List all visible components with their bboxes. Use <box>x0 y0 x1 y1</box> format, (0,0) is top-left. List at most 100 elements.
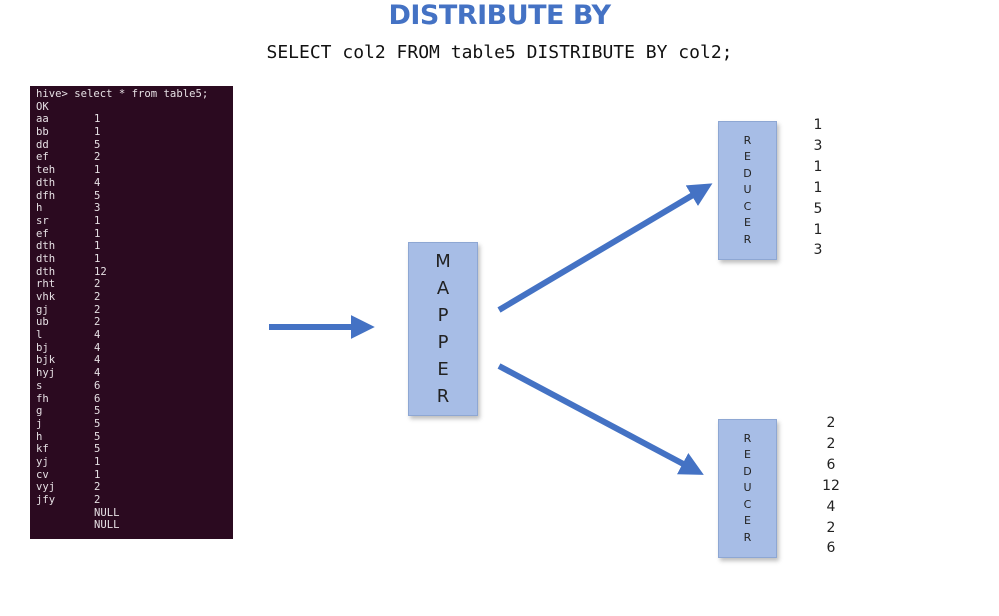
reducer-letter: C <box>743 199 752 213</box>
reducer-value: 3 <box>813 137 823 154</box>
arrow-mapper-to-reducer-bottom <box>497 363 704 475</box>
reducer-value: 6 <box>826 540 836 557</box>
terminal-cell-col2: NULL <box>94 506 120 519</box>
terminal-cell-col2: 1 <box>94 252 101 265</box>
reducer-letter: E <box>744 514 751 528</box>
page-title: DISTRIBUTE BY <box>388 0 611 31</box>
terminal-cell-col1: dfh <box>36 189 56 202</box>
reducer-letter: C <box>743 497 752 511</box>
query-text: SELECT col2 FROM table5 DISTRIBUTE BY co… <box>266 42 733 63</box>
terminal-cell-col1: l <box>36 329 43 342</box>
terminal-cell-col1: h <box>36 430 43 443</box>
terminal-cell-col1: s <box>36 379 43 392</box>
reducer-value: 1 <box>813 117 823 133</box>
arrow-mapper-to-reducer-top <box>497 183 713 313</box>
terminal-cell-col2: 2 <box>94 316 101 329</box>
terminal-row: NULL <box>36 507 233 520</box>
terminal-cell-col1: dth <box>36 265 56 278</box>
mapper-letter: P <box>437 332 449 353</box>
terminal-row: sr 1 <box>36 215 233 228</box>
terminal-row: NULL <box>36 519 233 532</box>
terminal-cell-col2: 4 <box>94 341 101 354</box>
terminal-row: kf 5 <box>36 443 233 456</box>
reducer-letter: R <box>743 431 752 445</box>
terminal-cell-col1: vhk <box>36 291 56 304</box>
terminal-row: bj 4 <box>36 342 233 355</box>
terminal-cell-col2: 1 <box>94 126 101 139</box>
reducer-letter: E <box>744 216 751 230</box>
terminal-cell-col1: vyj <box>36 481 56 494</box>
terminal-cell-col1: dth <box>36 252 56 265</box>
mapper-letter: M <box>435 251 451 272</box>
terminal-cell-col1: cv <box>36 468 49 481</box>
terminal-cell-col2: 5 <box>94 443 101 456</box>
terminal-cell-col1: jfy <box>36 494 56 507</box>
terminal-cell-col2: 1 <box>94 164 101 177</box>
terminal-cell-col1: bj <box>36 341 49 354</box>
reducer-value: 1 <box>813 158 823 175</box>
terminal-status: OK <box>36 100 49 113</box>
reducer-letter: E <box>744 448 751 462</box>
terminal-cell-col1: kf <box>36 443 49 456</box>
reducer-letter: R <box>743 133 752 147</box>
reducer-letter: R <box>743 232 752 246</box>
terminal-cell-col1: yj <box>36 455 49 468</box>
terminal-cell-col2: 2 <box>94 291 101 304</box>
terminal-row: dth 1 <box>36 240 233 253</box>
mapper-letter: A <box>436 278 450 299</box>
terminal-cell-col1: bjk <box>36 354 56 367</box>
terminal-cell-col1: ef <box>36 227 49 240</box>
reducer-value: 2 <box>826 519 836 536</box>
terminal-row: vhk 2 <box>36 291 233 304</box>
reducer-value: 4 <box>826 498 836 515</box>
terminal-prompt: hive> select * from table5; <box>36 88 209 100</box>
terminal-cell-col1: j <box>36 417 43 430</box>
terminal-cell-col2: 1 <box>94 240 101 253</box>
terminal-cell-col2: 1 <box>94 113 101 126</box>
terminal-cell-col2: 1 <box>94 214 101 227</box>
terminal-row: cv 1 <box>36 469 233 482</box>
terminal-row: ub 2 <box>36 316 233 329</box>
mapper-letter: R <box>436 386 450 407</box>
terminal-cell-col2: 1 <box>94 468 101 481</box>
terminal-cell-col1: fh <box>36 392 49 405</box>
terminal-cell-col2: 2 <box>94 278 101 291</box>
reducer-value: 1 <box>813 179 823 196</box>
terminal-cell-col1: dth <box>36 240 56 253</box>
reducer-value: 1 <box>813 221 823 238</box>
terminal-cell-col2: 3 <box>94 202 101 215</box>
terminal-row: hyj 4 <box>36 367 233 380</box>
reducer-value: 12 <box>822 477 840 494</box>
terminal-cell-col1: ub <box>36 316 49 329</box>
reducer-value: 6 <box>826 456 836 473</box>
terminal-cell-col1: hyj <box>36 367 56 380</box>
terminal-cell-col1: gj <box>36 303 49 316</box>
terminal-cell-col2: 4 <box>94 176 101 189</box>
reducer-letter: U <box>743 481 752 495</box>
terminal-cell-col1: aa <box>36 113 49 126</box>
terminal-cell-col2: 4 <box>94 329 101 342</box>
terminal-cell-col2: 4 <box>94 367 101 380</box>
reducer-value: 3 <box>813 242 823 259</box>
terminal-cell-col1: ef <box>36 151 49 164</box>
terminal-cell-col2: 1 <box>94 227 101 240</box>
terminal-cell-col1: sr <box>36 214 49 227</box>
